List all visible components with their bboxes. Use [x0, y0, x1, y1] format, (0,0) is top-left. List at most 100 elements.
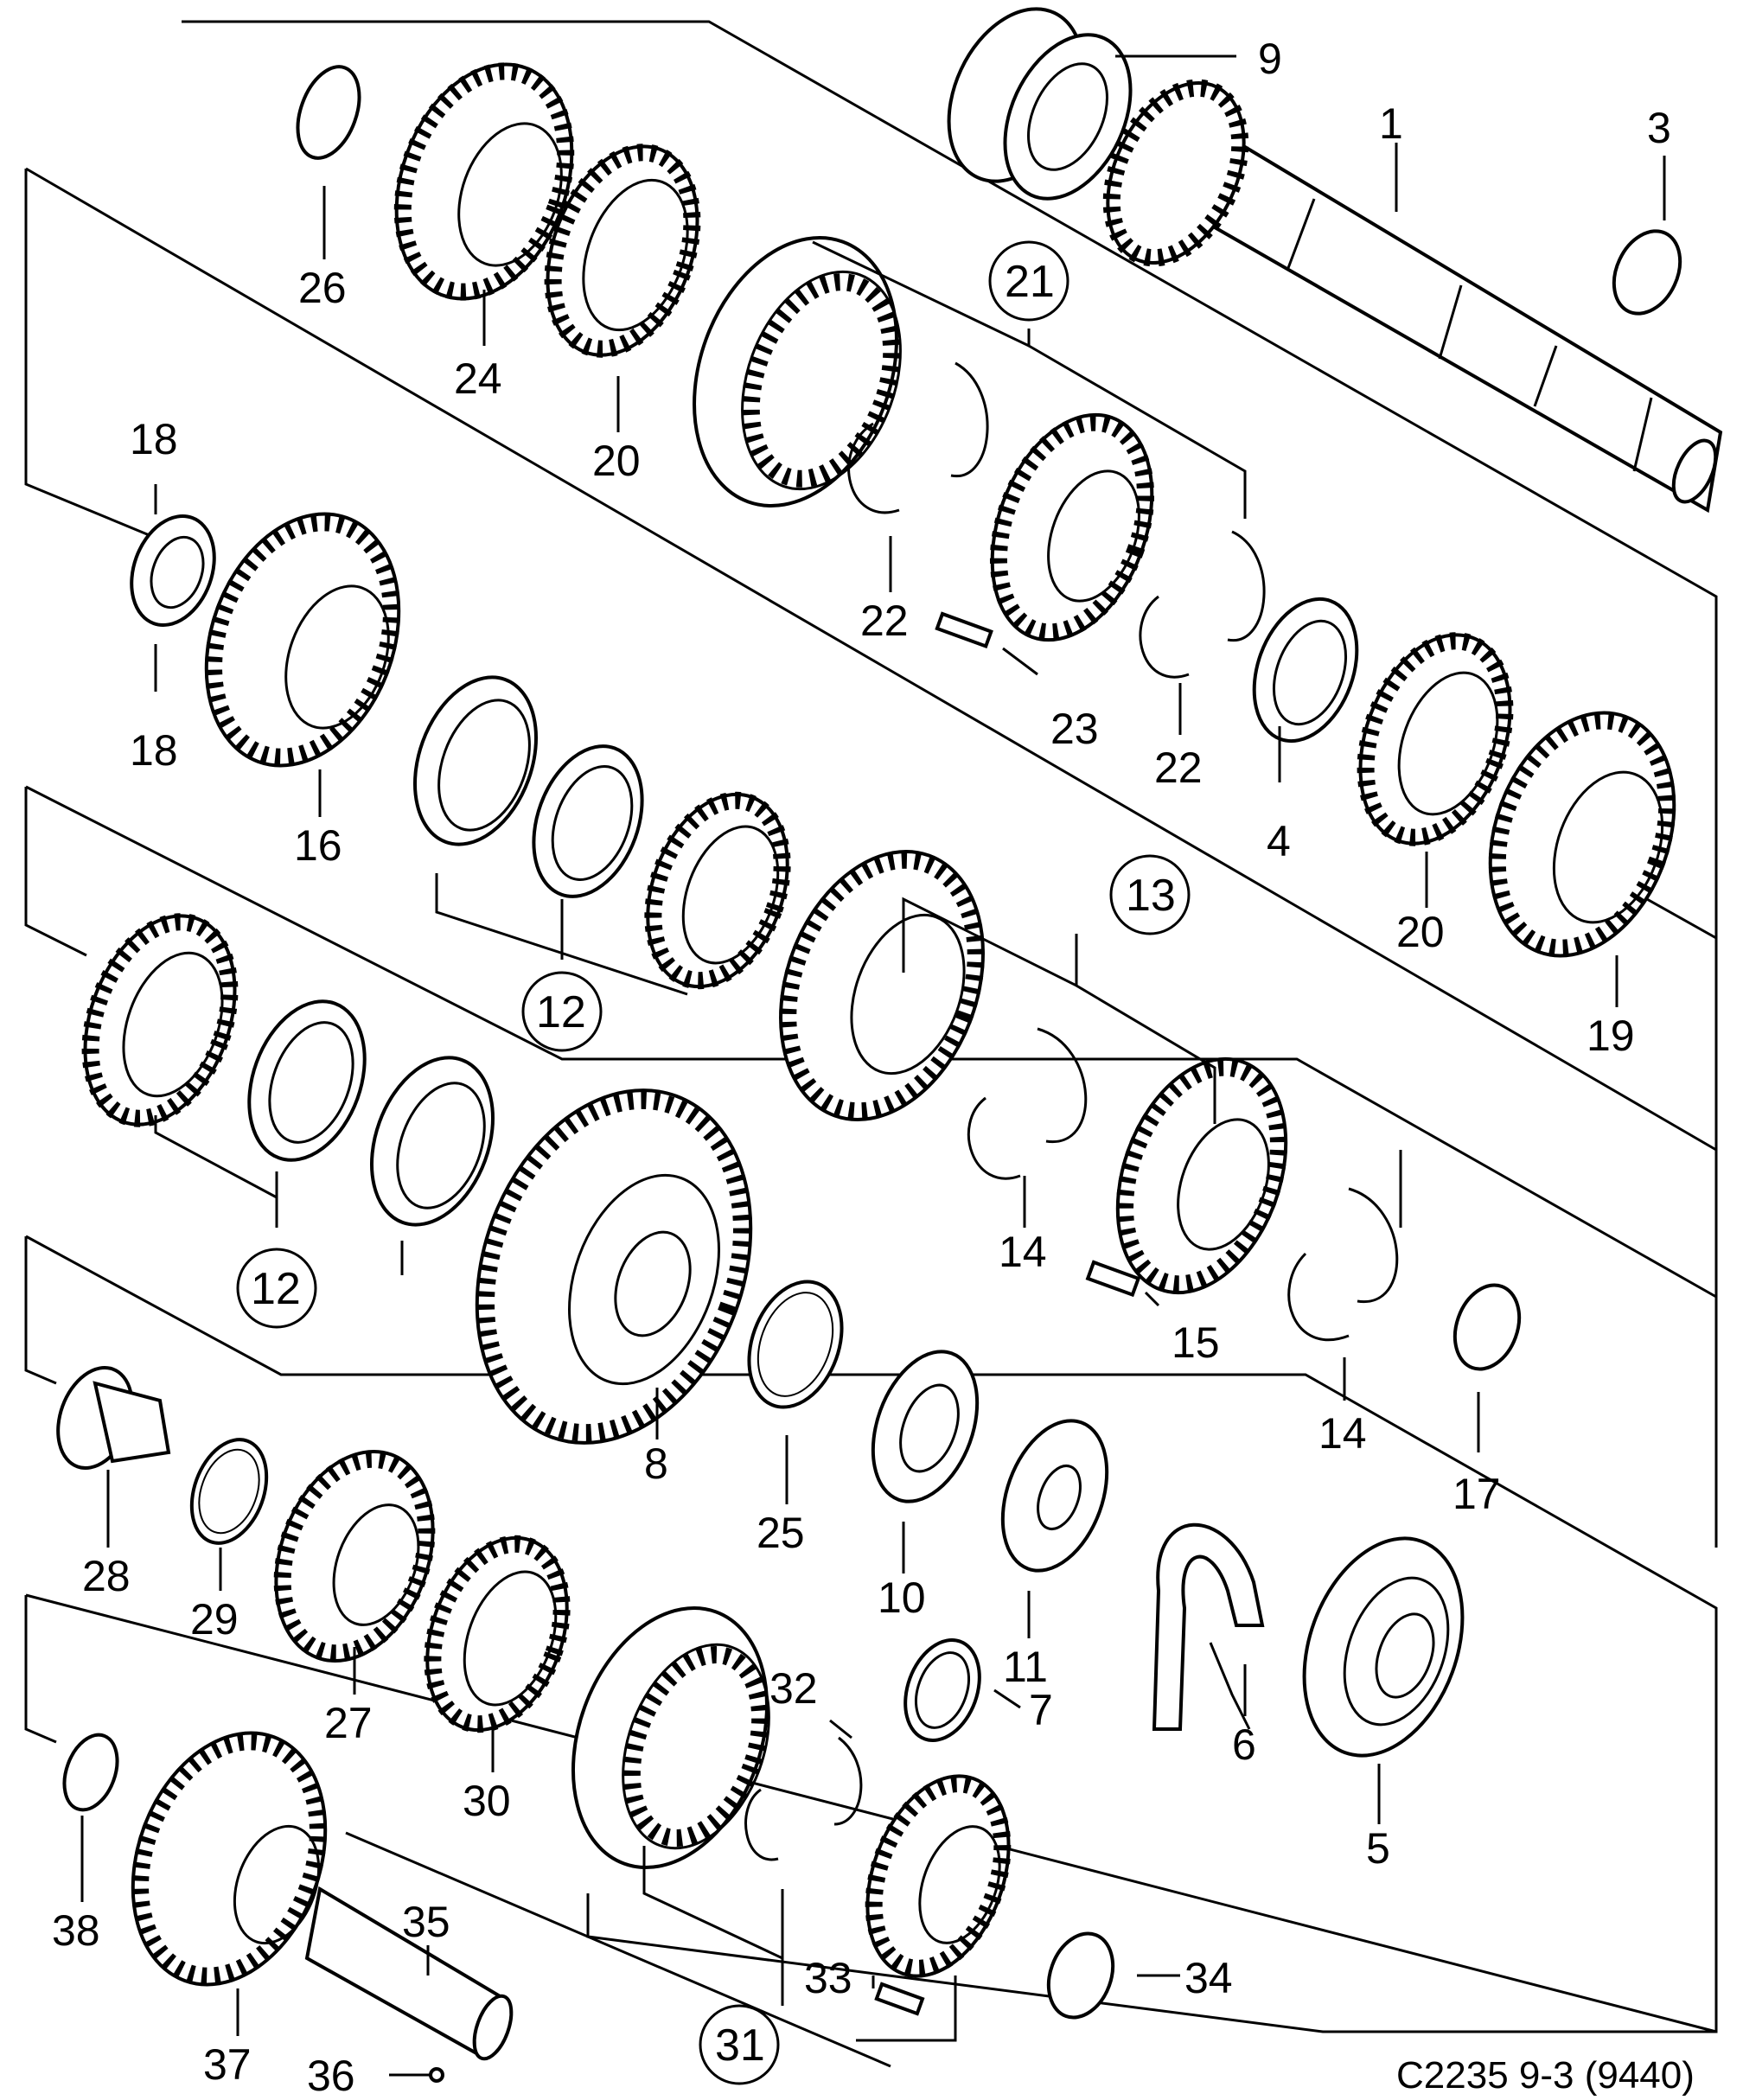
washer-11 — [1000, 1419, 1109, 1573]
frame-layer-2 — [24, 169, 152, 538]
circlip-34 — [1046, 1931, 1115, 2020]
shaft-35 — [304, 1886, 514, 2061]
label-part-28: 28 — [82, 1552, 131, 1600]
sleeve-13 — [779, 850, 985, 1121]
hub-31 — [865, 1774, 1012, 1978]
label-part-36: 36 — [307, 2052, 355, 2100]
frame-layer-2-right — [1646, 897, 1718, 1150]
label-part-16: 16 — [294, 821, 342, 870]
gear-19 — [1488, 711, 1676, 958]
circlip-26 — [296, 65, 361, 160]
label-part-22-a: 22 — [860, 597, 909, 645]
circlip-38 — [62, 1733, 119, 1812]
label-part-3: 3 — [1647, 104, 1671, 152]
label-part-30: 30 — [463, 1777, 511, 1825]
frame-layer-4-top — [25, 1235, 1718, 1885]
cone-12-upper — [412, 675, 539, 846]
label-part-20-upper: 20 — [592, 437, 641, 485]
label-part-14-b: 14 — [1318, 1409, 1367, 1458]
circlip-3 — [1612, 229, 1682, 316]
label-part-22-b: 22 — [1154, 744, 1203, 792]
frame-layer-5 — [24, 1595, 57, 1744]
hub-13 — [1115, 1056, 1288, 1295]
label-part-17: 17 — [1452, 1470, 1501, 1518]
label-part-33: 33 — [804, 1954, 852, 2002]
key-23 — [935, 611, 993, 648]
sleeve-31 — [571, 1605, 770, 1870]
label-part-31: 31 — [715, 2020, 765, 2071]
callout-circle-31 — [699, 2004, 780, 2085]
synchro-ring-20-upper — [544, 144, 701, 358]
cone-12-lower — [369, 1056, 495, 1227]
label-part-21: 21 — [1005, 257, 1055, 307]
label-part-35: 35 — [402, 1898, 450, 1946]
ring-12-upper — [532, 744, 644, 898]
input-shaft-1 — [1102, 79, 1723, 514]
label-part-11: 11 — [1003, 1643, 1048, 1691]
key-15 — [1085, 1260, 1141, 1298]
needle-bearing-29 — [189, 1438, 269, 1545]
label-part-7: 7 — [1029, 1686, 1053, 1734]
label-part-5: 5 — [1366, 1824, 1390, 1873]
frame-layer-3 — [24, 787, 87, 957]
needle-bearing-25 — [747, 1280, 844, 1409]
frame-layer-4 — [24, 1236, 57, 1385]
label-part-9: 9 — [1258, 35, 1282, 83]
frame-layer-5-bottom — [586, 1885, 1718, 2033]
gear-27 — [273, 1449, 436, 1663]
frame-layer-5-lower — [345, 1831, 891, 2068]
label-part-12-lower: 12 — [251, 1264, 301, 1314]
label-part-13: 13 — [1126, 871, 1176, 921]
label-part-27: 27 — [324, 1699, 373, 1747]
spring-22-b — [1139, 530, 1266, 679]
label-part-4: 4 — [1267, 817, 1291, 865]
synchro-ring-4 — [1252, 597, 1359, 744]
label-part-24: 24 — [454, 354, 502, 403]
ball-36 — [429, 2067, 444, 2083]
synchro-ring-30 — [424, 1535, 571, 1733]
frame-layer-5-top — [25, 1593, 1717, 2033]
label-part-18-lower: 18 — [130, 726, 178, 775]
gear-37 — [131, 1731, 328, 1987]
synchro-ring-20-lower — [1357, 632, 1514, 846]
label-part-18-upper: 18 — [130, 415, 178, 463]
callout-circle-13 — [1109, 854, 1191, 935]
callout-circle-12-lower — [236, 1248, 317, 1329]
spring-clip-6 — [1152, 1522, 1265, 1731]
spring-14-a — [967, 1027, 1088, 1180]
label-part-38: 38 — [52, 1906, 100, 1955]
gear-8 — [475, 1088, 753, 1445]
label-part-37: 37 — [203, 2040, 252, 2089]
label-part-25: 25 — [757, 1509, 805, 1557]
label-part-1: 1 — [1379, 99, 1403, 148]
label-part-26: 26 — [298, 264, 347, 312]
gear-16 — [204, 512, 401, 768]
circlip-17 — [1452, 1283, 1522, 1371]
callout-circle-12-upper — [521, 971, 603, 1052]
spring-22-a — [847, 361, 989, 514]
label-part-32: 32 — [769, 1664, 818, 1713]
label-part-6: 6 — [1232, 1720, 1256, 1769]
label-part-15: 15 — [1172, 1318, 1220, 1367]
ring-12-mid — [247, 999, 367, 1162]
label-part-19: 19 — [1587, 1012, 1635, 1060]
figure-reference-caption: C2235 9-3 (9440) — [1396, 2054, 1695, 2097]
sleeve-21 — [693, 236, 902, 507]
synchro-ring-12-outer — [81, 913, 239, 1127]
bearing-5 — [1302, 1536, 1465, 1758]
synchro-ring-upper-mid — [644, 791, 791, 990]
frame-layer-2-top — [25, 167, 1717, 1152]
gear-24 — [393, 62, 575, 301]
label-part-29: 29 — [190, 1595, 239, 1644]
label-part-23: 23 — [1050, 705, 1099, 753]
half-rings-18 — [130, 514, 216, 627]
label-part-8: 8 — [644, 1439, 668, 1488]
ring-7 — [903, 1637, 981, 1743]
key-33 — [874, 1982, 925, 2016]
bushing-28 — [56, 1365, 171, 1471]
callout-circle-21 — [988, 240, 1069, 322]
label-part-10: 10 — [878, 1573, 926, 1622]
leader-lines — [80, 54, 1666, 2077]
label-part-20-lower: 20 — [1396, 908, 1445, 956]
hub-21 — [989, 412, 1155, 642]
